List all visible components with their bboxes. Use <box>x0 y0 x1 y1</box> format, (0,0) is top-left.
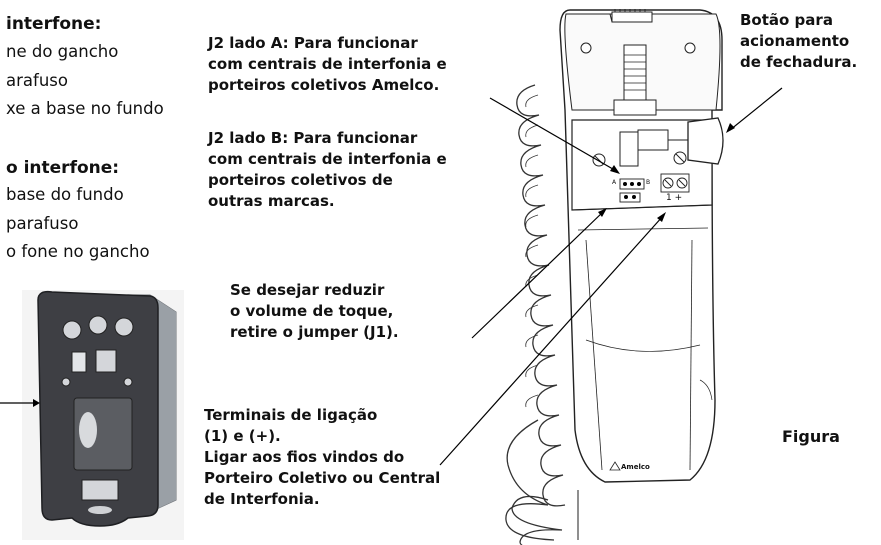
terminal-labels: 1 + <box>666 193 683 203</box>
callout-volume: Se desejar reduzir o volume de toque, re… <box>230 280 399 343</box>
callout-line: J2 lado A: Para funcionar <box>208 34 418 52</box>
jumper-label-b: B <box>646 179 651 186</box>
jumper-label-a: A <box>612 179 617 186</box>
callout-line: o volume de toque, <box>230 302 394 320</box>
callout-line: de Interfonia. <box>204 490 320 508</box>
callout-line: J2 lado B: Para funcionar <box>208 129 418 147</box>
callout-pointer-lines <box>439 87 783 466</box>
intercom-handset-illustration <box>559 9 724 483</box>
section2-line-2: parafuso <box>6 214 79 233</box>
callout-arrowheads <box>598 123 735 222</box>
figure-label: Figura <box>782 427 840 446</box>
callout-line: Terminais de ligação <box>204 406 378 424</box>
callout-line: Botão para <box>740 11 833 29</box>
callout-line: Se desejar reduzir <box>230 281 385 299</box>
callout-line: outras marcas. <box>208 192 335 210</box>
callout-line: acionamento <box>740 32 850 50</box>
callout-line: (1) e (+). <box>204 427 281 445</box>
callout-line: Ligar aos fios vindos do <box>204 448 405 466</box>
brand-logo-text: Amelco <box>621 463 650 471</box>
section1-line-2: arafuso <box>6 71 68 90</box>
section1-heading: interfone: <box>6 14 102 34</box>
callout-lock-button: Botão para acionamento de fechadura. <box>740 10 857 73</box>
callout-line: porteiros coletivos Amelco. <box>208 76 440 94</box>
screw-hole <box>62 320 82 340</box>
callout-j2-side-a: J2 lado A: Para funcionar com centrais d… <box>208 33 447 96</box>
screw-hole <box>114 317 134 337</box>
callout-line: Porteiro Coletivo ou Central <box>204 469 441 487</box>
section1-line-1: ne do gancho <box>6 42 119 61</box>
section2-line-3: o fone no gancho <box>6 242 150 261</box>
coiled-cord-illustration <box>505 84 579 545</box>
callout-line: porteiros coletivos de <box>208 171 393 189</box>
callout-line: retire o jumper (J1). <box>230 323 399 341</box>
screw-hole <box>88 315 108 335</box>
callout-j2-side-b: J2 lado B: Para funcionar com centrais d… <box>208 128 447 212</box>
callout-line: de fechadura. <box>740 53 858 71</box>
section1-line-3: xe a base no fundo <box>6 99 164 118</box>
section2-heading: o interfone: <box>6 158 120 178</box>
callout-terminals: Terminais de ligação (1) e (+). Ligar ao… <box>204 405 440 510</box>
wall-bracket-illustration <box>22 290 184 540</box>
callout-line: com centrais de interfonia e <box>208 150 447 168</box>
section2-line-1: base do fundo <box>6 185 124 204</box>
callout-line: com centrais de interfonia e <box>208 55 447 73</box>
